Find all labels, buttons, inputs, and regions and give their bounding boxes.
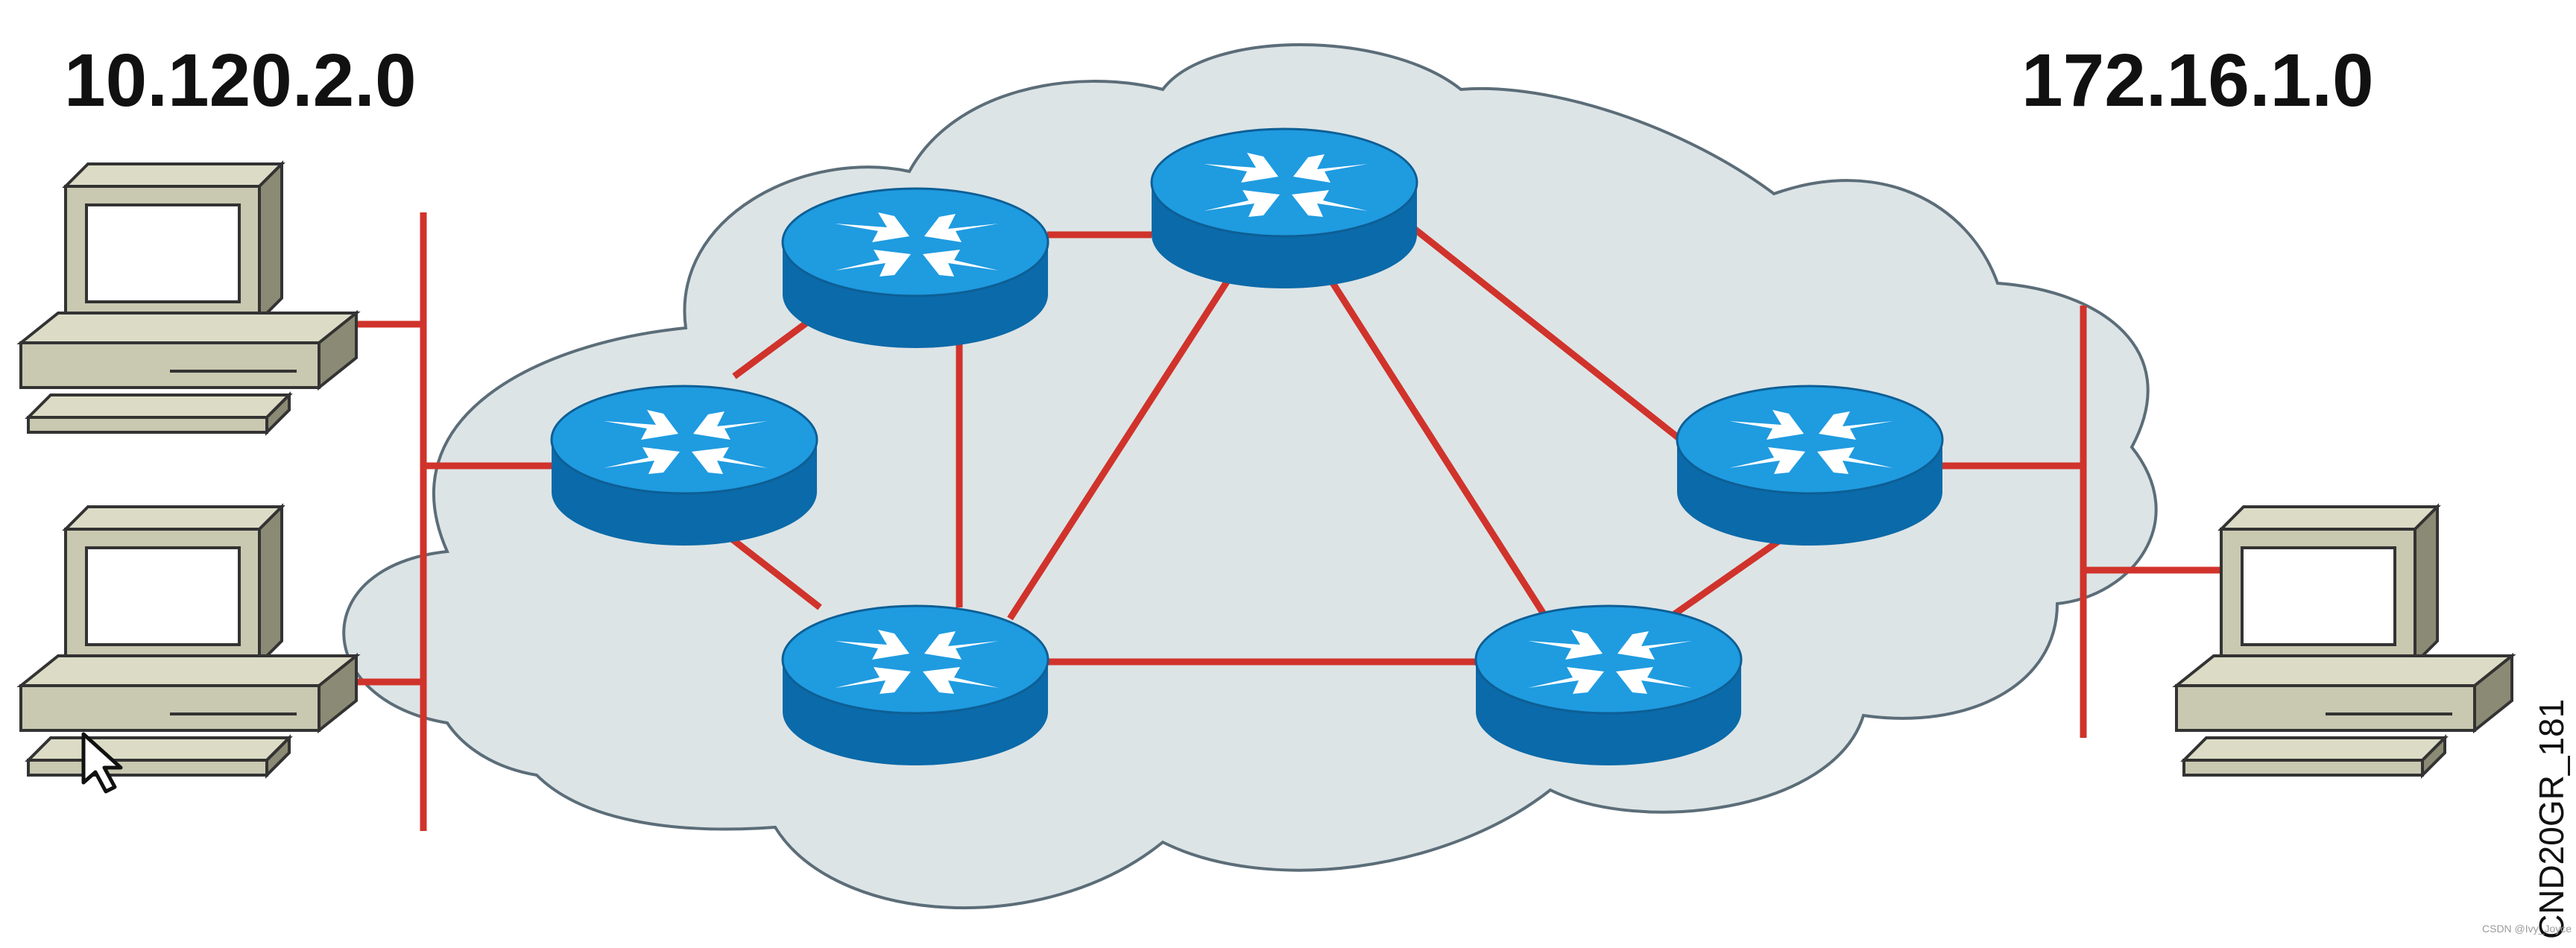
link-r4-r6: [1410, 224, 1683, 443]
link-r4-r3: [1007, 277, 1231, 621]
desktop-computer-icon[interactable]: [19, 505, 358, 777]
lan-segment-right: [1942, 306, 2229, 738]
network-address-left: 10.120.2.0: [64, 39, 417, 122]
router-icon[interactable]: [781, 604, 1049, 767]
router-icon[interactable]: [550, 385, 818, 547]
link-r1-r3: [717, 526, 822, 610]
router-icon[interactable]: [1676, 385, 1944, 547]
link-r6-r5: [1671, 534, 1787, 618]
lan-segment-left: [321, 212, 555, 831]
mouse-pointer-icon: [81, 732, 123, 794]
router-icon[interactable]: [1474, 604, 1743, 767]
link-r4-r5: [1328, 277, 1550, 621]
watermark: CSDN @Ivy_Joyce: [2482, 923, 2572, 935]
desktop-computer-icon[interactable]: [19, 162, 358, 434]
router-icon[interactable]: [1150, 127, 1418, 290]
desktop-computer-icon[interactable]: [2175, 505, 2513, 777]
network-address-right: 172.16.1.0: [2021, 39, 2374, 122]
router-icon[interactable]: [781, 187, 1049, 350]
router-links: [717, 224, 1787, 666]
figure-code: CND20GR_181: [2532, 698, 2571, 939]
